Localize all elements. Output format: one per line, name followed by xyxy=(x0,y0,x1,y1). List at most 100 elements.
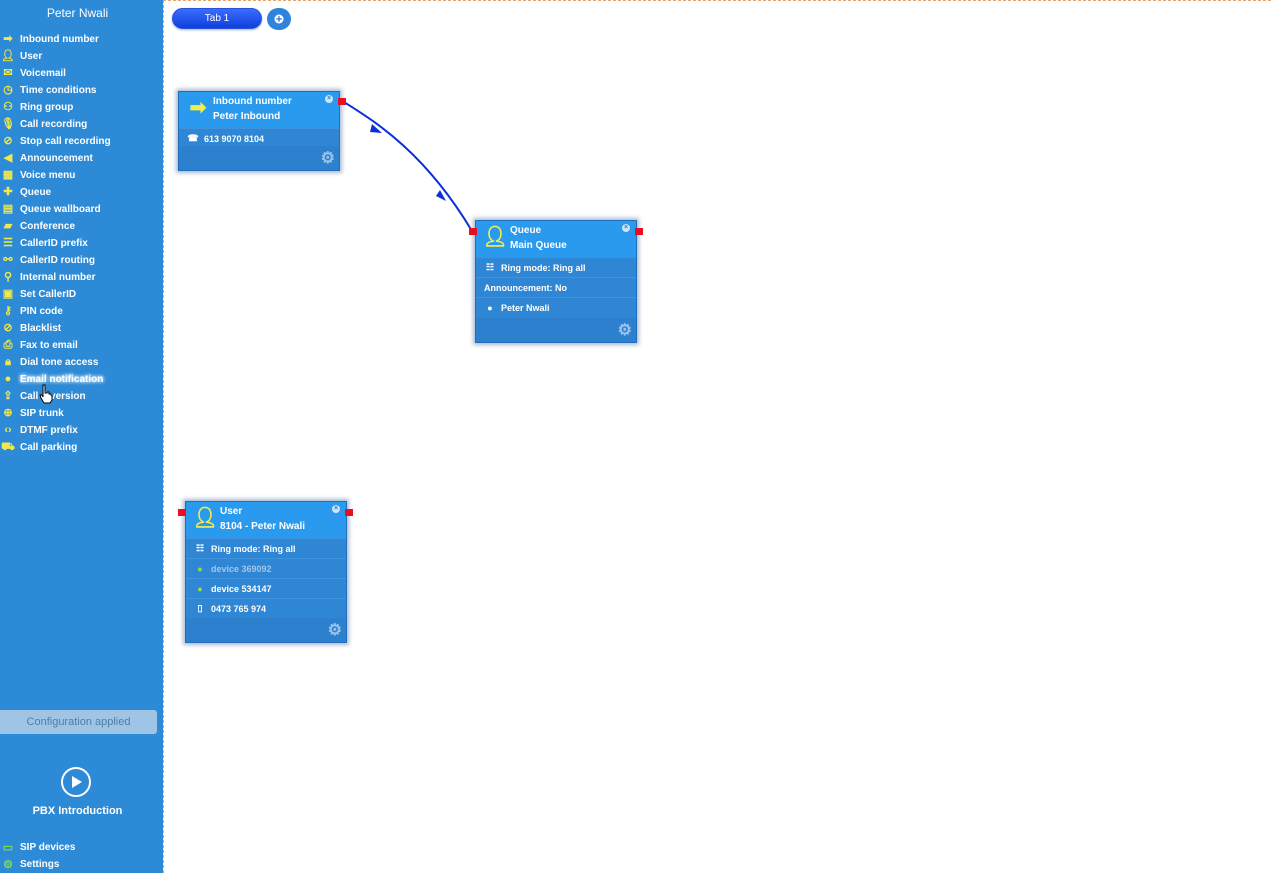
tab-1[interactable]: Tab 1 xyxy=(172,8,262,29)
menu-item-dtmf-prefix[interactable]: ‹›DTMF prefix xyxy=(0,422,111,439)
menu-item-voicemail[interactable]: ✉Voicemail xyxy=(0,65,111,82)
divert-icon: ⇪ xyxy=(3,390,13,402)
node-type: Inbound number xyxy=(213,96,292,107)
user-node[interactable]: 👤︎ User 8104 - Peter Nwali × ☷Ring mode:… xyxy=(185,501,347,643)
gear-icon[interactable]: ⚙ xyxy=(320,150,335,167)
status-dot-icon: ● xyxy=(197,563,203,574)
monitor-icon: ▭ xyxy=(2,842,14,854)
gear-icon: ⚙ xyxy=(3,859,13,871)
hand-cursor-icon xyxy=(39,384,53,404)
menu-item-settings[interactable]: ⚙Settings xyxy=(0,856,75,873)
menu-item-sip-trunk[interactable]: ⊕SIP trunk xyxy=(0,405,111,422)
node-row-mobile: ▯0473 765 974 xyxy=(186,598,346,618)
table-icon: ▤ xyxy=(2,203,14,215)
input-port[interactable] xyxy=(178,509,186,516)
user-icon: 👤︎ xyxy=(1,50,15,62)
menu-item-announcement[interactable]: ◀Announcement xyxy=(0,150,111,167)
list-icon: ☰ xyxy=(3,237,13,249)
pbx-introduction-label[interactable]: PBX Introduction xyxy=(32,805,123,817)
microphone-off-icon: ⊘ xyxy=(3,135,13,147)
globe-icon: ⊕ xyxy=(3,407,13,419)
arrow-right-icon: ➡ xyxy=(189,97,207,119)
inbound-number-node[interactable]: ➡ Inbound number Peter Inbound × ☎613 90… xyxy=(178,91,340,171)
bell-icon: ● xyxy=(4,373,12,385)
bottom-menu: ▭SIP devices ⚙Settings xyxy=(0,839,76,873)
lock-icon: 🔒︎ xyxy=(5,356,11,368)
menu-item-dial-tone-access[interactable]: 🔒︎Dial tone access xyxy=(0,354,111,371)
node-header: ➡ Inbound number Peter Inbound × xyxy=(179,92,339,128)
sidebar: Peter Nwali ➡Inbound number 👤︎User ✉Voic… xyxy=(0,0,163,873)
menu-item-set-callerid[interactable]: ▣Set CallerID xyxy=(2,288,77,301)
envelope-icon: ✉ xyxy=(3,67,13,79)
gear-icon[interactable]: ⚙ xyxy=(617,322,632,339)
menu-item-call-recording[interactable]: 🎙︎Call recording xyxy=(1,118,88,131)
menu-item-fax-to-email[interactable]: ⎙Fax to email xyxy=(0,337,111,354)
arrow-right-icon: ➡ xyxy=(3,33,13,45)
menu-item-call-parking[interactable]: ⛟Call parking xyxy=(1,441,78,454)
menu-item-time-conditions[interactable]: ◷Time conditions xyxy=(0,82,111,99)
menu-item-call-diversion[interactable]: ⇪Call diversion xyxy=(0,388,111,405)
node-row-ring-mode: ☷Ring mode: Ring all xyxy=(186,538,346,558)
phone-icon: ☎ xyxy=(187,133,199,143)
group-icon: ⚇ xyxy=(3,101,13,113)
menu-item-user[interactable]: 👤︎User xyxy=(1,50,43,63)
menu-item-pin-code[interactable]: ⚷PIN code xyxy=(0,303,111,320)
node-footer: ⚙ xyxy=(476,318,636,342)
menu-item-ring-group[interactable]: ⚇Ring group xyxy=(0,99,111,116)
play-icon xyxy=(72,776,82,788)
key-icon: ⚷ xyxy=(3,305,13,317)
hierarchy-icon: ☷ xyxy=(195,543,205,553)
close-icon[interactable]: × xyxy=(622,224,630,232)
forbidden-icon: ⊘ xyxy=(3,322,13,334)
id-card-icon: ▣ xyxy=(2,288,14,300)
play-button[interactable] xyxy=(61,767,91,797)
status-badge: Configuration applied xyxy=(0,710,157,734)
hierarchy-icon: ⚯ xyxy=(3,254,13,266)
close-icon[interactable]: × xyxy=(332,505,340,513)
menu-item-stop-call-recording[interactable]: ⊘Stop call recording xyxy=(0,133,110,150)
add-tab-button[interactable] xyxy=(267,8,291,30)
menu-item-queue[interactable]: ✚Queue xyxy=(0,184,111,201)
node-row-device-2: ●device 534147 xyxy=(186,578,346,598)
output-port[interactable] xyxy=(345,509,353,516)
status-dot-icon: ● xyxy=(197,583,203,594)
node-footer: ⚙ xyxy=(179,146,339,170)
mobile-phone-icon: ▯ xyxy=(197,603,203,613)
menu-item-blacklist[interactable]: ⊘Blacklist xyxy=(0,320,111,337)
close-icon[interactable]: × xyxy=(325,95,333,103)
chat-icon: ▰ xyxy=(3,220,13,232)
node-type: Queue xyxy=(510,225,542,236)
output-port[interactable] xyxy=(635,228,643,235)
user-add-icon: 👤︎ xyxy=(482,226,508,248)
pin-icon: ⚲ xyxy=(3,271,13,283)
node-row-ring-mode: ☷Ring mode: Ring all xyxy=(476,257,636,277)
megaphone-icon: ◀ xyxy=(3,152,13,164)
node-name: Main Queue xyxy=(510,240,567,251)
menu-item-sip-devices[interactable]: ▭SIP devices xyxy=(2,842,76,854)
flow-canvas[interactable]: Tab 1 ➡ Inbound number Peter Inbound × ☎… xyxy=(163,0,1271,873)
user-icon: 👤︎ xyxy=(192,507,218,529)
node-row-number: ☎613 9070 8104 xyxy=(179,128,339,148)
node-type: User xyxy=(220,506,243,517)
node-name: 8104 - Peter Nwali xyxy=(220,521,306,532)
grid-icon: ▦ xyxy=(2,169,14,181)
menu-item-queue-wallboard[interactable]: ▤Queue wallboard xyxy=(2,203,101,216)
menu-item-voice-menu[interactable]: ▦Voice menu xyxy=(2,169,76,182)
menu-item-callerid-routing[interactable]: ⚯CallerID routing xyxy=(0,252,111,269)
cart-icon: ⛟ xyxy=(1,441,15,453)
menu-item-conference[interactable]: ▰Conference xyxy=(0,218,111,235)
clock-icon: ◷ xyxy=(3,84,13,96)
node-footer: ⚙ xyxy=(186,618,346,642)
menu-item-email-notification[interactable]: ●Email notification xyxy=(0,371,111,388)
output-port[interactable] xyxy=(338,98,346,105)
gear-icon[interactable]: ⚙ xyxy=(327,622,342,639)
queue-node[interactable]: 👤︎ Queue Main Queue × ☷Ring mode: Ring a… xyxy=(475,220,637,343)
menu-item-callerid-prefix[interactable]: ☰CallerID prefix xyxy=(0,235,111,252)
node-row-device-1: ●device 369092 xyxy=(186,558,346,578)
node-header: 👤︎ Queue Main Queue × xyxy=(476,221,636,257)
node-row-member: ●Peter Nwali xyxy=(476,297,636,317)
input-port[interactable] xyxy=(469,228,477,235)
node-header: 👤︎ User 8104 - Peter Nwali × xyxy=(186,502,346,538)
menu-item-inbound-number[interactable]: ➡Inbound number xyxy=(0,31,111,48)
menu-item-internal-number[interactable]: ⚲Internal number xyxy=(0,269,111,286)
